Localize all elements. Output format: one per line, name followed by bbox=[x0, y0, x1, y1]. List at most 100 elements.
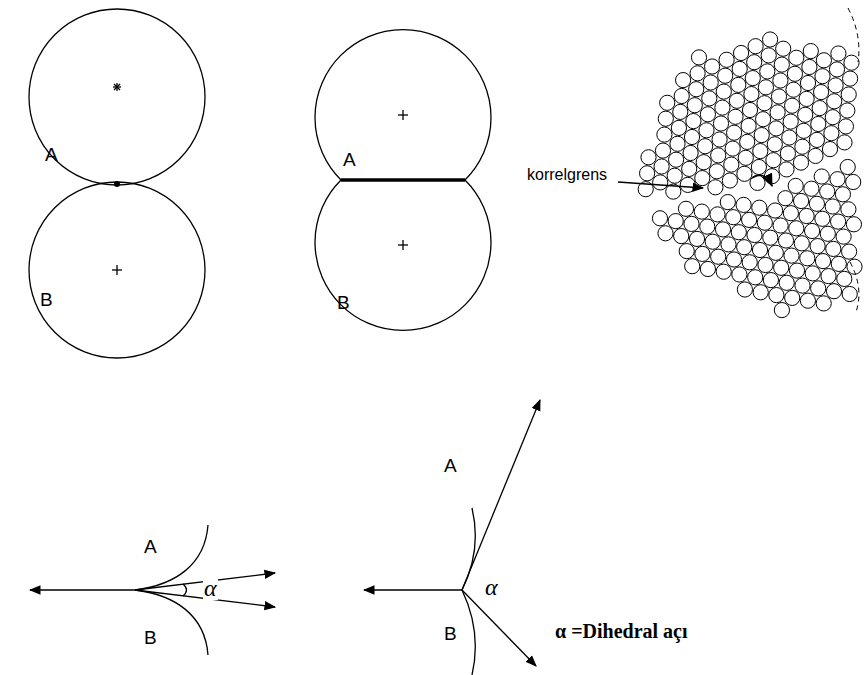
boundary-label: korrelgrens bbox=[527, 167, 607, 183]
atom bbox=[769, 288, 784, 303]
atom bbox=[764, 169, 779, 184]
atom bbox=[779, 162, 794, 177]
atom bbox=[825, 199, 840, 214]
atom bbox=[841, 87, 856, 102]
atom bbox=[731, 77, 746, 92]
atom bbox=[846, 217, 861, 232]
atom bbox=[837, 271, 852, 286]
grain-boundary-line bbox=[341, 178, 465, 182]
atom bbox=[670, 136, 685, 151]
atom bbox=[815, 69, 830, 84]
atom bbox=[821, 269, 836, 284]
atom bbox=[754, 128, 769, 143]
atom bbox=[770, 105, 785, 120]
atom bbox=[711, 148, 726, 163]
atom bbox=[758, 257, 773, 272]
atom bbox=[829, 62, 844, 77]
grain-label: A bbox=[45, 145, 58, 164]
atom bbox=[766, 153, 781, 168]
atom bbox=[824, 126, 839, 141]
atom bbox=[842, 244, 857, 259]
atom bbox=[802, 59, 817, 74]
atom bbox=[747, 55, 762, 70]
atom bbox=[748, 270, 763, 285]
atom bbox=[789, 263, 804, 278]
atom bbox=[795, 278, 810, 293]
atom bbox=[769, 121, 784, 136]
atom bbox=[815, 211, 830, 226]
atom bbox=[728, 109, 743, 124]
atom bbox=[796, 123, 811, 138]
atom bbox=[752, 200, 767, 215]
atom bbox=[763, 273, 778, 288]
atom bbox=[826, 241, 841, 256]
atom bbox=[694, 204, 709, 219]
atom bbox=[808, 148, 823, 163]
atom bbox=[785, 290, 800, 305]
atom bbox=[780, 146, 795, 161]
atom bbox=[726, 252, 741, 267]
atom bbox=[758, 80, 773, 95]
atom bbox=[761, 48, 776, 63]
atom bbox=[789, 221, 804, 236]
atom bbox=[783, 206, 798, 221]
grain-outline bbox=[315, 30, 491, 180]
atom bbox=[756, 112, 771, 127]
atom bbox=[678, 201, 693, 216]
atom bbox=[732, 61, 747, 76]
atom bbox=[737, 240, 752, 255]
atom bbox=[729, 93, 744, 108]
atom bbox=[737, 282, 752, 297]
atom bbox=[712, 132, 727, 147]
atom bbox=[705, 59, 720, 74]
angle-symbol: α bbox=[203, 576, 218, 600]
atom bbox=[652, 211, 667, 226]
atom bbox=[816, 53, 831, 68]
atom bbox=[774, 303, 789, 318]
atom bbox=[713, 116, 728, 131]
atom bbox=[760, 64, 775, 79]
atom bbox=[773, 73, 788, 88]
atom bbox=[842, 286, 857, 301]
atom bbox=[660, 95, 675, 110]
atom bbox=[740, 134, 755, 149]
atom bbox=[800, 75, 815, 90]
atom bbox=[673, 104, 688, 119]
atom bbox=[835, 187, 850, 202]
grain-circle: A bbox=[315, 30, 491, 180]
atom bbox=[785, 98, 800, 113]
grain-circle: B bbox=[29, 182, 205, 358]
atom bbox=[734, 45, 749, 60]
atom bbox=[831, 46, 846, 61]
atom bbox=[727, 125, 742, 140]
atom bbox=[822, 142, 837, 157]
atom bbox=[685, 259, 700, 274]
atom bbox=[784, 248, 799, 263]
atom bbox=[703, 75, 718, 90]
atom bbox=[695, 171, 710, 186]
dashed-edge bbox=[850, 262, 859, 312]
atom bbox=[732, 267, 747, 282]
atom bbox=[655, 143, 670, 158]
atom bbox=[779, 275, 794, 290]
atom bbox=[731, 225, 746, 240]
atom bbox=[695, 246, 710, 261]
atom bbox=[738, 150, 753, 165]
atom bbox=[757, 96, 772, 111]
atom bbox=[751, 159, 766, 174]
grain-label: B bbox=[144, 628, 157, 647]
atom bbox=[702, 91, 717, 106]
atom bbox=[768, 245, 783, 260]
atom bbox=[782, 130, 797, 145]
atom bbox=[794, 236, 809, 251]
atom bbox=[709, 164, 724, 179]
atom bbox=[669, 152, 684, 167]
grain-label: A bbox=[444, 456, 457, 475]
atom bbox=[640, 166, 655, 181]
atom bbox=[658, 226, 673, 241]
atom bbox=[800, 293, 815, 308]
atom bbox=[737, 166, 752, 181]
atom bbox=[827, 94, 842, 109]
atom bbox=[787, 66, 802, 81]
atom bbox=[811, 116, 826, 131]
